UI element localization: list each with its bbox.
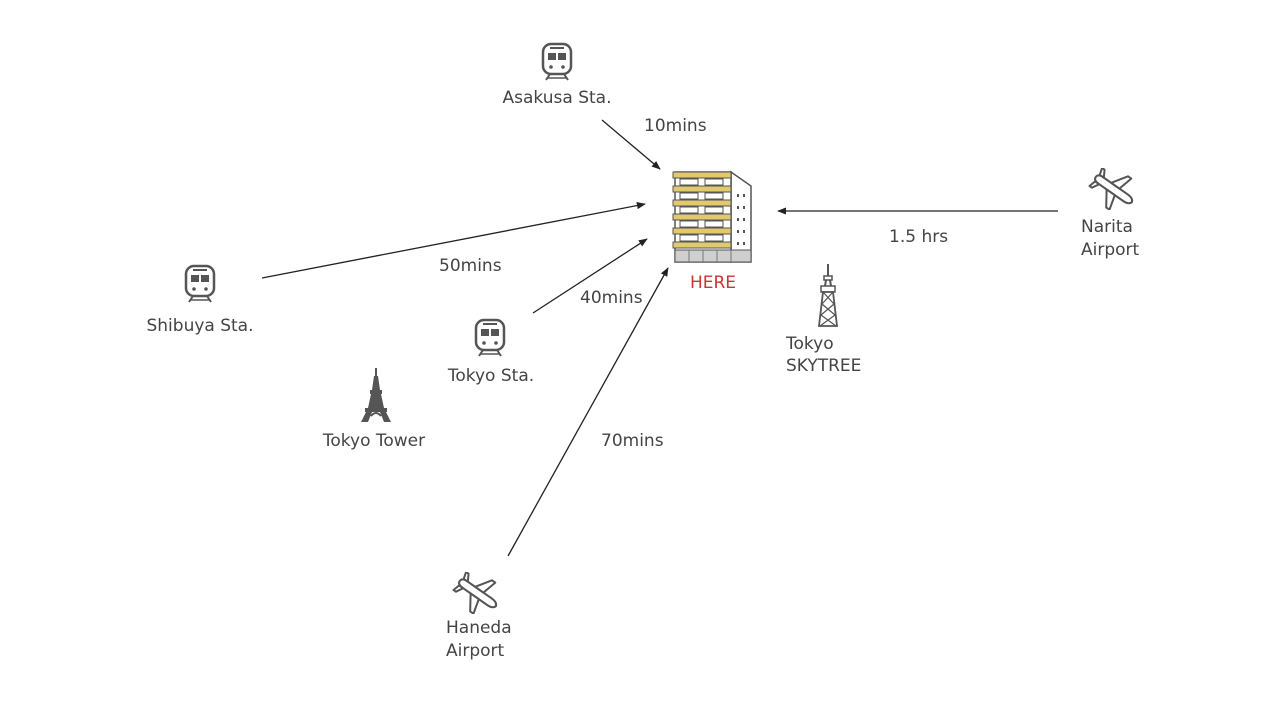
arrow-tokyo-sta <box>532 238 648 314</box>
haneda-airport-label-line1: Haneda <box>446 618 512 638</box>
tokyo-tower-icon <box>361 368 391 422</box>
airplane-icon <box>452 572 498 614</box>
narita-airport-label-line1: Narita <box>1081 217 1133 237</box>
haneda-travel-time: 70mins <box>601 431 664 451</box>
asakusa-station-label: Asakusa Sta. <box>502 88 612 108</box>
airplane-icon <box>1088 168 1134 210</box>
haneda-airport-label-line2: Airport <box>446 641 505 661</box>
skytree-label-line2: SKYTREE <box>786 356 862 376</box>
tokyo-tower-label: Tokyo Tower <box>322 431 426 451</box>
destination-label: HERE <box>689 273 737 293</box>
shibuya-travel-time: 50mins <box>439 256 502 276</box>
apartment-building-icon <box>672 170 752 263</box>
arrow-shibuya <box>261 202 646 279</box>
arrow-asakusa <box>601 119 661 170</box>
skytree-label-line1: Tokyo <box>786 334 834 354</box>
train-icon <box>474 318 506 357</box>
asakusa-travel-time: 10mins <box>644 116 707 136</box>
tokyo-station-travel-time: 40mins <box>580 288 643 308</box>
train-icon <box>541 42 573 81</box>
shibuya-station-label: Shibuya Sta. <box>146 316 254 336</box>
tokyo-station-label: Tokyo Sta. <box>447 366 535 386</box>
narita-airport-label-line2: Airport <box>1081 240 1140 260</box>
narita-travel-time: 1.5 hrs <box>889 227 949 247</box>
skytree-tower-icon <box>817 264 839 327</box>
train-icon <box>184 264 216 303</box>
arrow-haneda <box>507 267 669 557</box>
